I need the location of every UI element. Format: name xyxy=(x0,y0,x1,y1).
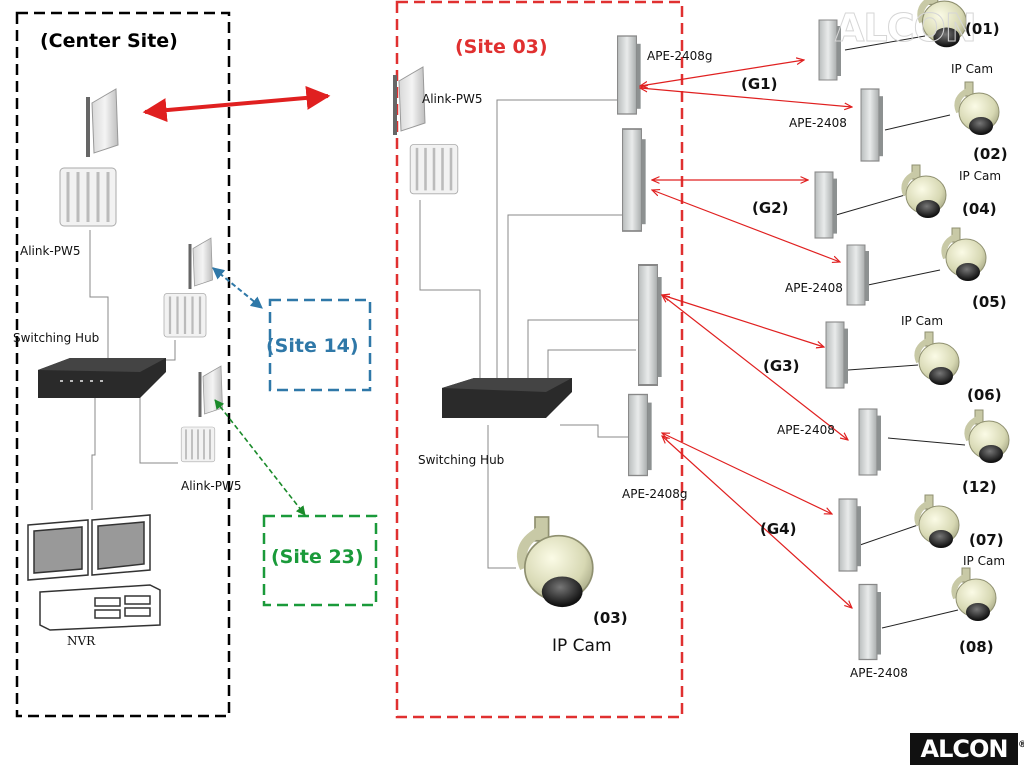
ip-cam-04 xyxy=(904,165,946,218)
ip-cam-02 xyxy=(957,82,999,135)
cam-05-number: (05) xyxy=(972,293,1007,311)
ip-cam-06 xyxy=(917,332,959,385)
center-small-radio-2 xyxy=(180,426,216,463)
ape-bottom-label: APE-2408g xyxy=(622,487,688,501)
ipcam-06-label: IP Cam xyxy=(901,314,944,328)
alcon-watermark: ALCON xyxy=(835,6,978,51)
site-23-box xyxy=(262,514,378,607)
cam-07-number: (07) xyxy=(969,531,1004,549)
cabling xyxy=(89,99,640,569)
site03-ipcam-label: IP Cam xyxy=(552,636,612,656)
center-alink-bottom-label: Alink-PW5 xyxy=(181,479,242,493)
site03-alink-label: Alink-PW5 xyxy=(422,92,483,106)
ape-client-05 xyxy=(846,244,870,306)
site03-hub-label: Switching Hub xyxy=(418,453,505,467)
center-alink-label: Alink-PW5 xyxy=(20,244,81,258)
ape-2408g-4 xyxy=(627,393,653,477)
cam-08-number: (08) xyxy=(959,638,994,656)
nvr-icon xyxy=(27,514,161,631)
center-small-antenna-1 xyxy=(188,237,213,290)
site03-ip-cam xyxy=(522,517,593,607)
ape-08-label: APE-2408 xyxy=(850,666,908,680)
ape-02-label: APE-2408 xyxy=(789,116,847,130)
group-links xyxy=(640,60,852,608)
center-site-title: (Center Site) xyxy=(40,30,178,52)
ipcam-07-label: IP Cam xyxy=(963,554,1006,568)
center-hub-label: Switching Hub xyxy=(13,331,100,345)
ape-05-label: APE-2408 xyxy=(785,281,843,295)
registered-mark: ® xyxy=(1018,740,1024,750)
alcon-logo: ALCON ® xyxy=(910,733,1024,765)
ape-client-07 xyxy=(838,498,862,572)
ape-2408g-1 xyxy=(616,35,642,115)
ape-2408g-2 xyxy=(621,128,647,232)
ape-top-label: APE-2408g xyxy=(647,49,713,63)
ip-cam-05 xyxy=(944,228,986,281)
group-g3-label: (G3) xyxy=(763,357,800,375)
ape-client-04 xyxy=(814,171,838,239)
ape-12-label: APE-2408 xyxy=(777,423,835,437)
nvr-label: NVR xyxy=(67,634,96,648)
ape-client-06 xyxy=(825,321,849,389)
center-small-radio-1 xyxy=(162,292,208,339)
group-g4-label: (G4) xyxy=(760,520,797,538)
cam-06-number: (06) xyxy=(967,386,1002,404)
site-23-title: (Site 23) xyxy=(271,546,364,568)
ipcam-01-label: IP Cam xyxy=(951,62,994,76)
link-center-site14 xyxy=(212,267,263,309)
cam-04-number: (04) xyxy=(962,200,997,218)
ape-2408g-3 xyxy=(637,264,663,386)
site-03-title: (Site 03) xyxy=(455,36,548,58)
site03-switching-hub xyxy=(442,378,572,418)
center-panel-antenna xyxy=(85,88,119,158)
center-switching-hub xyxy=(38,358,166,398)
site-14-box xyxy=(268,298,372,392)
link-center-site23 xyxy=(214,399,306,516)
cam-12-number: (12) xyxy=(962,478,997,496)
site-14-title: (Site 14) xyxy=(266,335,359,357)
center-small-antenna-2 xyxy=(198,365,223,418)
group-g2-label: (G2) xyxy=(752,199,789,217)
backhaul-link-center-site03 xyxy=(142,85,331,123)
center-site-box xyxy=(15,11,231,718)
cam-01-number: (01) xyxy=(965,20,1000,38)
group-g1-label: (G1) xyxy=(741,75,778,93)
ip-cam-08 xyxy=(954,568,996,621)
ape-client-12 xyxy=(858,408,882,476)
ip-cam-12 xyxy=(967,410,1009,463)
ape-client-02 xyxy=(860,88,884,162)
camera-connectors xyxy=(835,35,966,629)
cam-03-number: (03) xyxy=(593,609,628,627)
site-03-box xyxy=(395,0,684,719)
ape-client-08 xyxy=(858,583,882,661)
ipcam-02-label: IP Cam xyxy=(959,169,1002,183)
ip-cam-07 xyxy=(917,495,959,548)
cam-02-number: (02) xyxy=(973,145,1008,163)
center-radio-box xyxy=(58,166,118,228)
site03-radio-box xyxy=(408,143,460,196)
alcon-logo-text: ALCON xyxy=(920,735,1009,763)
